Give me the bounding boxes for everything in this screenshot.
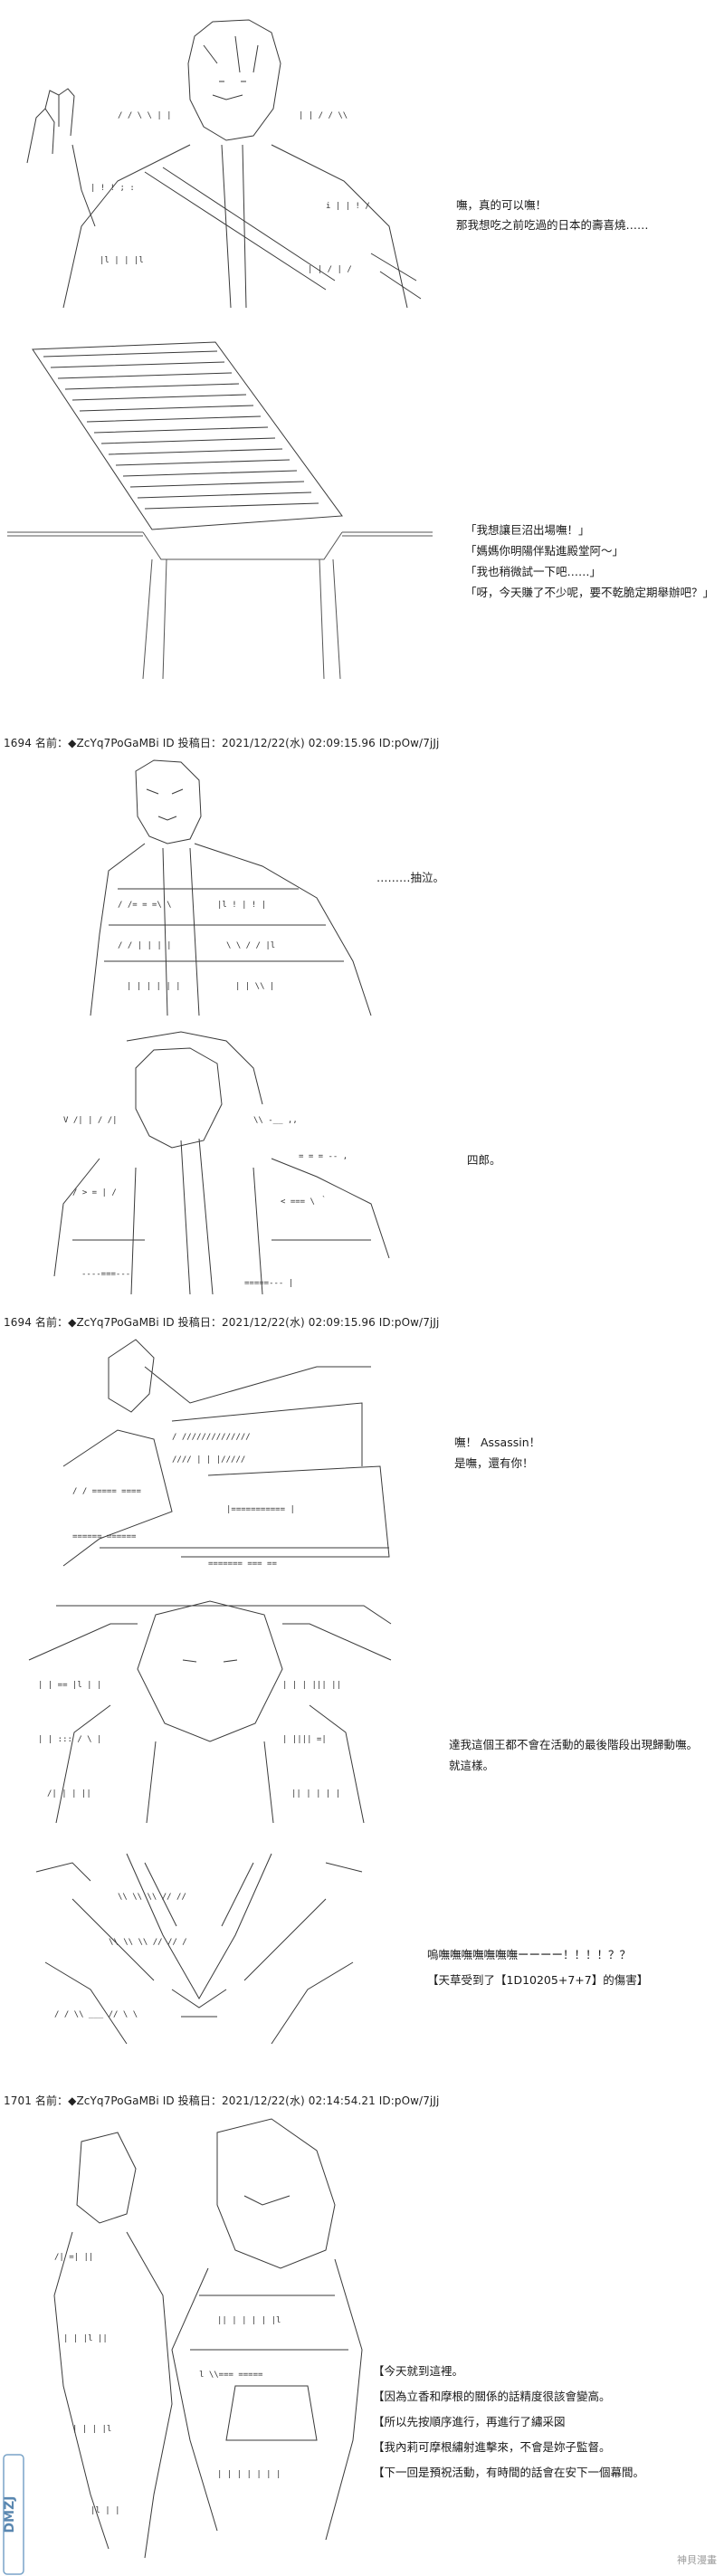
dialogue-scene: 嗚嘸嘸嘸嘸嘸嘸嘸ーーーー！！！！？？ 【天草受到了【1D10205+7+7】的傷…: [427, 1942, 648, 1993]
svg-text:DMZJ: DMZJ: [3, 2496, 17, 2533]
dialogue-line: 「媽媽你明陽伴點進殿堂阿～」: [465, 544, 624, 558]
svg-text:< === \ ｀: < === \ ｀: [281, 1195, 328, 1207]
svg-text:| | / | /: | | / | /: [308, 265, 352, 274]
svg-text:/| =| ||: /| =| ||: [54, 2253, 93, 2262]
svg-text:| ! ! ; :: | ! ! ; :: [90, 184, 135, 193]
svg-text:/ / \\ ___ // \ \: / / \\ ___ // \ \: [54, 2010, 138, 2019]
svg-text:\\ \\ \\ // // /: \\ \\ \\ // // /: [109, 1938, 187, 1947]
dialogue-line: 嗚嘸嘸嘸嘸嘸嘸嘸ーーーー！！！！？？: [427, 1948, 632, 1961]
svg-text:/ //////////////: / //////////////: [172, 1433, 251, 1442]
dialogue-line: 那我想吃之前吃過的日本的壽喜燒……: [456, 218, 649, 232]
post-header: 1694 名前：◆ZcYq7PoGaMBi ID 投稿日：2021/12/22(…: [4, 737, 440, 749]
svg-text:| | |l ||: | | |l ||: [63, 2334, 108, 2343]
dialogue-scene: 達我這個王都不會在活動的最後階段出現歸動嘸。 就這樣。: [449, 1734, 698, 1776]
svg-text:| |||| =|: | |||| =|: [282, 1735, 327, 1744]
svg-text:/ > = | /: / > = | /: [72, 1188, 117, 1197]
dialogue-line: 達我這個王都不會在活動的最後階段出現歸動嘸。: [449, 1738, 699, 1751]
dialogue-line: 「我也稍微試一下吧……」: [465, 565, 602, 578]
svg-text:\\ -__ ,,: \\ -__ ,,: [253, 1116, 298, 1125]
svg-text:|l | |: |l | |: [90, 2506, 120, 2515]
svg-text:======= === ==: ======= === ==: [208, 1560, 277, 1569]
svg-text:l \\=== =====: l \\=== =====: [199, 2371, 263, 2380]
ascii-art-masked-warrior: | | == |l | | | | | ||| || | | ::: / \ |…: [28, 1600, 392, 1823]
post-header: 1694 名前：◆ZcYq7PoGaMBi ID 投稿日：2021/12/22(…: [4, 1316, 440, 1329]
svg-text:/ / | | | |: / / | | | |: [118, 941, 172, 950]
dialogue-scene: 嘸！ Assassin！ 是嘸，還有你！: [454, 1432, 540, 1474]
svg-text:/| | | ||: /| | | ||: [47, 1789, 91, 1798]
svg-text:|l | | |l: |l | | |l: [100, 256, 144, 265]
svg-text:/ /= = =\ \: / /= = =\ \: [118, 901, 172, 910]
narration-line: 【今天就到這裡。: [373, 2364, 464, 2378]
svg-text:= = = -- ,: = = = -- ,: [299, 1152, 348, 1161]
ascii-art-armored-figure: V /| | / /| \\ -__ ,, = = = -- , / > = |…: [53, 1031, 390, 1295]
ascii-art-boy-in-jacket: / / \ \ | | | | / / \\ | ! ! ; : i | | !…: [26, 19, 422, 309]
narration-line: 【我內莉可摩根繡射進擊來，不會是妳子監督。: [373, 2440, 611, 2454]
narration-block: 【今天就到這裡。 【因為立香和摩根的關係的話精度很該會變高。 【所以先按順序進行…: [373, 2359, 644, 2485]
svg-text:|| | | | | |l: || | | | | |l: [217, 2316, 281, 2325]
watermark-text: 神貝漫畫: [677, 2554, 717, 2566]
ascii-art-winged-creature: \\ \\ \\ // // \\ \\ \\ // // / / / \\ _…: [35, 1853, 363, 2045]
dialogue-line: 就這樣。: [449, 1759, 495, 1772]
post-header: 1701 名前：◆ZcYq7PoGaMBi ID 投稿日：2021/12/22(…: [4, 2094, 440, 2107]
dialogue-scene: ………抽泣。: [376, 867, 444, 888]
svg-text:| | | |l: | | | |l: [72, 2425, 111, 2434]
ascii-art-hooded-couple: /| =| || || | | | | |l | | |l || l \\===…: [53, 2118, 363, 2559]
narration-line: 【因為立香和摩根的關係的話精度很該會變高。: [373, 2390, 611, 2403]
svg-text://// | | |/////: //// | | |/////: [172, 1455, 245, 1465]
svg-text:====== ======: ====== ======: [72, 1532, 137, 1541]
dialogue-line: 【天草受到了【1D10205+7+7】的傷害】: [427, 1973, 649, 1987]
ascii-art-book-stand: [7, 341, 433, 679]
svg-text:/ / \ \ | |: / / \ \ | |: [118, 111, 172, 120]
dialogue-line: 四郎。: [467, 1153, 501, 1167]
dialogue-line: ………抽泣。: [376, 871, 445, 884]
dialogue-line: 嘸，真的可以嘸！: [456, 198, 548, 212]
dialogue-line: 嘸！ Assassin！: [454, 1436, 541, 1449]
dialogue-line: 是嘸，還有你！: [454, 1456, 534, 1470]
narration-line: 【下一回是預祝活動，有時間的話會在安下一個幕間。: [373, 2466, 645, 2479]
svg-text:|| | | | |: || | | | |: [291, 1789, 340, 1798]
svg-text:| | == |l | |: | | == |l | |: [38, 1681, 101, 1690]
ascii-art-student-standing: / /= = =\ \ |l ! | ! | / / | | | | \ \ /…: [90, 759, 372, 1016]
svg-text:| | | | | |: | | | | | |: [127, 982, 181, 991]
svg-text:----===---: ----===---: [81, 1270, 130, 1279]
dialogue-panel-2: 「我想讓巨沼出場嘸！」 「媽媽你明陽伴點進殿堂阿～」 「我也稍微試一下吧……」 …: [465, 520, 714, 603]
svg-text:| | ::: / \ |: | | ::: / \ |: [38, 1735, 101, 1744]
dialogue-line: 「我想讓巨沼出場嘸！」: [465, 523, 590, 537]
svg-text:=====--- |: =====--- |: [244, 1279, 293, 1288]
narration-line: 【所以先按順序進行，再進行了繡采図: [373, 2415, 566, 2428]
svg-text:|l ! | ! |: |l ! | ! |: [217, 901, 266, 910]
dmzj-logo-icon: DMZJ: [3, 2454, 24, 2575]
dialogue-line: 「呀，今天賺了不少呢，要不乾脆定期舉辦吧？」: [465, 586, 715, 599]
svg-text:| | \\ |: | | \\ |: [235, 982, 274, 991]
svg-text:V /| | / /|: V /| | / /|: [63, 1116, 118, 1125]
dialogue-scene: 四郎。: [467, 1150, 501, 1170]
svg-text:/ / ===== ====: / / ===== ====: [72, 1487, 141, 1496]
svg-text:\ \ / / |l: \ \ / / |l: [226, 941, 275, 950]
svg-text:| | / / \\: | | / / \\: [299, 111, 348, 120]
ascii-art-cloaked-assassin: / ////////////// //// | | |///// / / ===…: [62, 1339, 390, 1569]
svg-text:|=========== |: |=========== |: [226, 1505, 295, 1514]
svg-text:| | | ||| ||: | | | ||| ||: [282, 1681, 341, 1690]
svg-text:| | | | | | |: | | | | | | |: [217, 2470, 281, 2479]
dialogue-panel-1: 嘸，真的可以嘸！ 那我想吃之前吃過的日本的壽喜燒……: [456, 196, 649, 235]
svg-text:\\ \\ \\ // //: \\ \\ \\ // //: [118, 1893, 186, 1902]
svg-text:i | | ! /: i | | ! /: [326, 202, 370, 211]
